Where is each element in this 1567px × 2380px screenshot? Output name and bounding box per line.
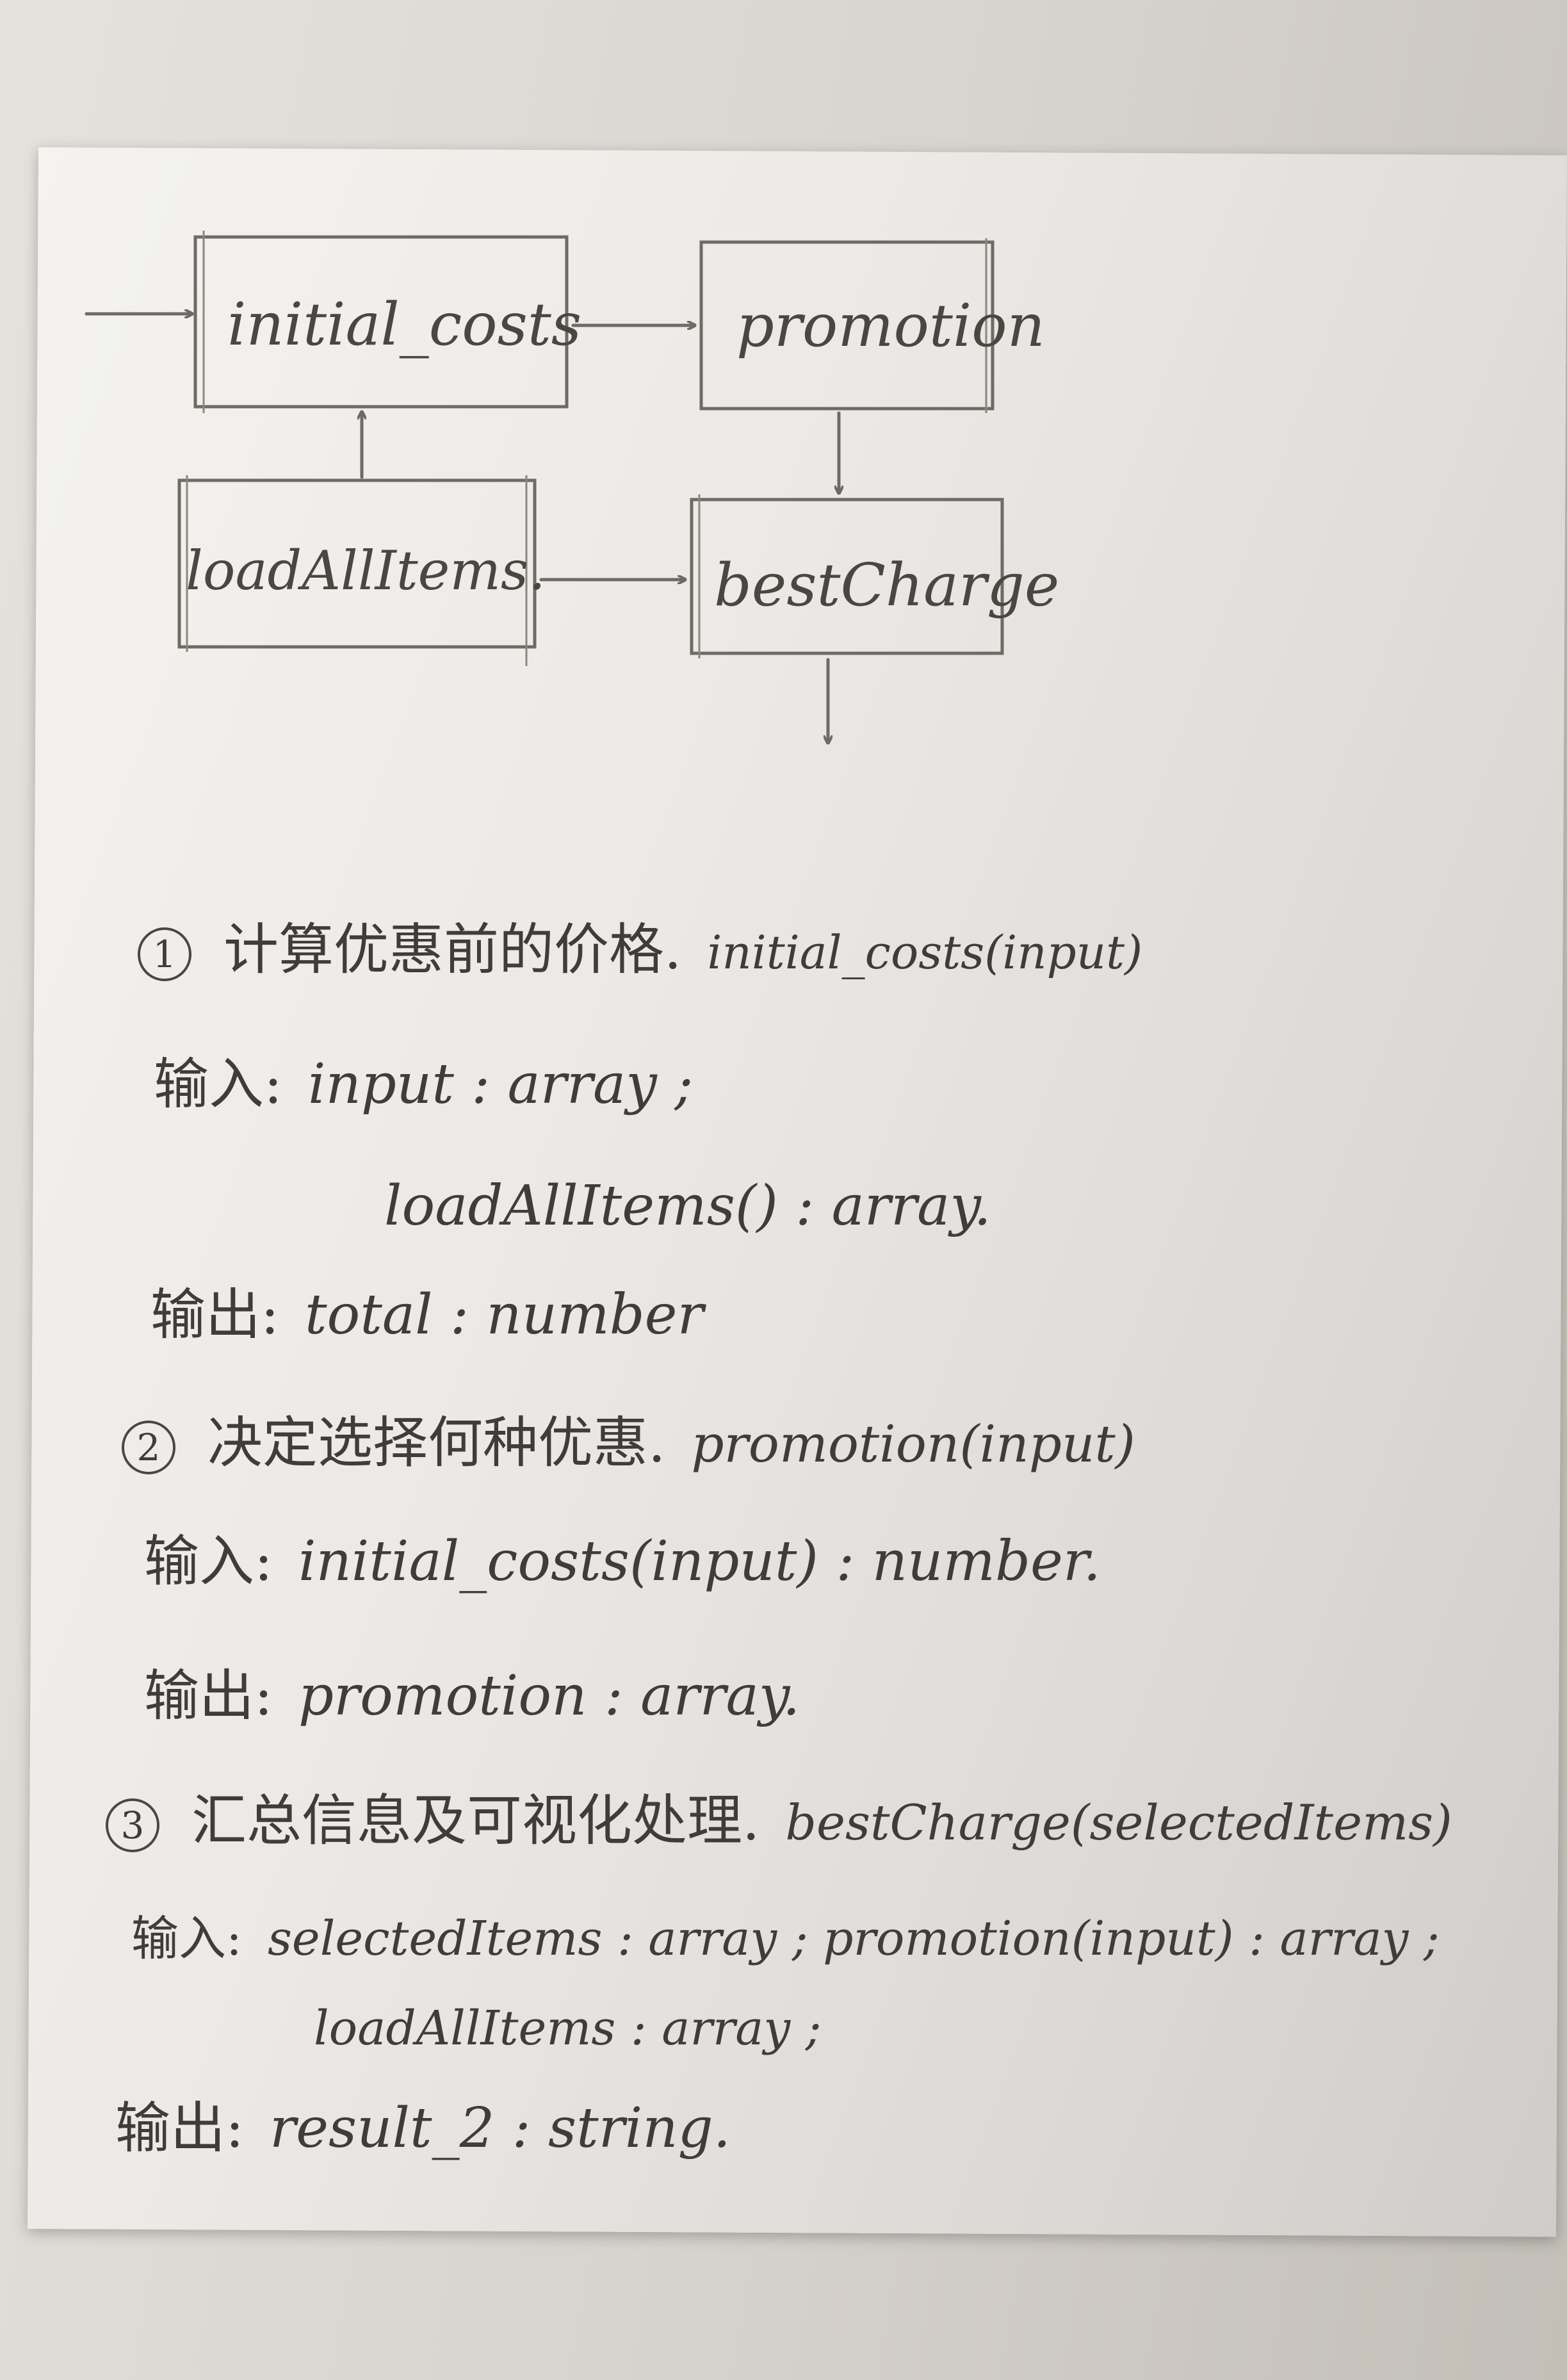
node-best-charge-label: bestCharge <box>714 551 1059 619</box>
step-2-number: 2 <box>122 1420 175 1474</box>
step-2-func: promotion(input) <box>691 1414 1135 1474</box>
step-1-row-3: 输出:total : number <box>150 1287 704 1342</box>
node-load-all-items: loadAllItems. <box>177 475 546 666</box>
step-3-row-1: 输入:selectedItems : array ; promotion(inp… <box>131 1915 1440 1962</box>
step-3-row-1-text: selectedItems : array ; promotion(input)… <box>267 1911 1440 1966</box>
step-1-row-1-label: 输入: <box>154 1052 282 1116</box>
step-2-row-2: 输出:promotion : array. <box>144 1668 800 1724</box>
node-promotion-label: promotion <box>736 291 1045 360</box>
node-load-all-items-label: loadAllItems. <box>186 539 546 602</box>
node-initial-costs: initial_costs <box>193 231 581 413</box>
step-1-row-1-text: input : array ; <box>307 1052 694 1116</box>
step-3-row-3-label: 输出: <box>115 2096 244 2160</box>
step-2-title: 决定选择何种优惠. <box>207 1411 666 1475</box>
step-2-row-2-text: promotion : array. <box>298 1664 800 1728</box>
step-3-title: 汇总信息及可视化处理. <box>191 1789 760 1853</box>
node-promotion: promotion <box>699 238 1045 413</box>
flow-diagram: initial_costs promotion loadAllItems. be… <box>85 231 1059 745</box>
step-2-row-1-label: 输入: <box>144 1529 273 1593</box>
step-3-row-2-text: loadAllItems : array ; <box>314 2001 822 2056</box>
step-3-func: bestCharge(selectedItems) <box>785 1794 1452 1851</box>
node-initial-costs-label: initial_costs <box>227 290 581 359</box>
step-1-row-2: loadAllItems() : array. <box>384 1178 991 1234</box>
step-3-row-1-label: 输入: <box>131 1911 242 1966</box>
step-1-row-3-label: 输出: <box>150 1283 279 1347</box>
step-3-row-3: 输出:result_2 : string. <box>115 2101 731 2156</box>
node-best-charge: bestCharge <box>690 494 1059 658</box>
step-3-number: 3 <box>106 1798 159 1852</box>
step-1-row-2-text: loadAllItems() : array. <box>384 1174 991 1238</box>
step-2-row-2-label: 输出: <box>144 1664 273 1728</box>
step-2-row-1: 输入:initial_costs(input) : number. <box>144 1534 1101 1589</box>
step-1-row-1: 输入:input : array ; <box>154 1057 693 1112</box>
step-1-title: 计算优惠前的价格. <box>223 918 682 982</box>
step-3-row-3-text: result_2 : string. <box>269 2096 731 2160</box>
step-3-row-2: loadAllItems : array ; <box>314 2005 822 2052</box>
step-2-row-1-text: initial_costs(input) : number. <box>298 1529 1101 1593</box>
step-1-func: initial_costs(input) <box>707 925 1143 979</box>
step-1-row-3-text: total : number <box>304 1283 704 1347</box>
step-1-number: 1 <box>138 927 191 981</box>
